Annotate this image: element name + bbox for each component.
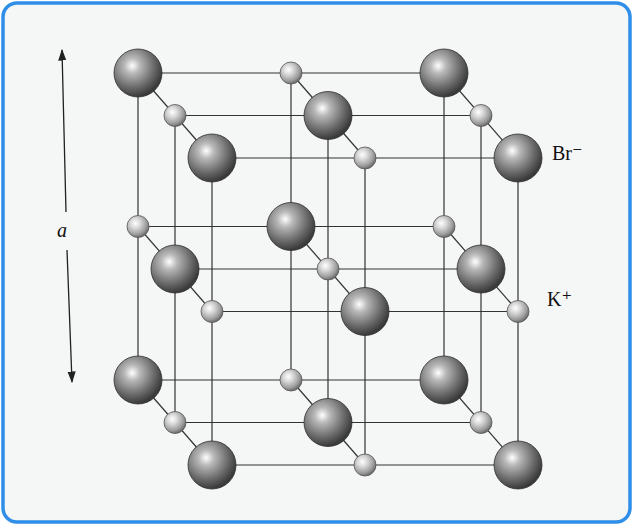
bromide-ion xyxy=(494,134,542,182)
ions xyxy=(114,49,542,489)
potassium-ion xyxy=(507,301,529,323)
potassium-ion xyxy=(433,216,455,238)
ion-label: K⁺ xyxy=(547,288,572,310)
potassium-ion xyxy=(354,147,376,169)
dimension-arrow xyxy=(62,50,72,382)
bromide-ion xyxy=(457,245,505,293)
bromide-ion xyxy=(420,49,468,97)
dimension-line xyxy=(67,250,72,382)
potassium-ion xyxy=(470,105,492,127)
potassium-ion xyxy=(354,454,376,476)
bromide-ion xyxy=(420,356,468,404)
bromide-ion xyxy=(188,134,236,182)
bromide-ion xyxy=(304,92,352,140)
dimension-label: a xyxy=(57,219,67,241)
potassium-ion xyxy=(280,369,302,391)
potassium-ion xyxy=(127,216,149,238)
dimension-line xyxy=(62,50,66,212)
bromide-ion xyxy=(151,245,199,293)
potassium-ion xyxy=(470,412,492,434)
potassium-ion xyxy=(280,62,302,84)
potassium-ion xyxy=(201,301,223,323)
bromide-ion xyxy=(304,399,352,447)
potassium-ion xyxy=(164,105,186,127)
frame-border xyxy=(3,3,630,522)
bromide-ion xyxy=(188,441,236,489)
lattice-line xyxy=(444,227,518,312)
lattice-lines xyxy=(138,73,518,465)
bromide-ion xyxy=(114,356,162,404)
bromide-ion xyxy=(114,49,162,97)
bromide-ion xyxy=(267,203,315,251)
bromide-ion xyxy=(341,288,389,336)
potassium-ion xyxy=(317,258,339,280)
potassium-ion xyxy=(164,412,186,434)
bromide-ion xyxy=(494,441,542,489)
ion-label: Br⁻ xyxy=(552,142,583,164)
